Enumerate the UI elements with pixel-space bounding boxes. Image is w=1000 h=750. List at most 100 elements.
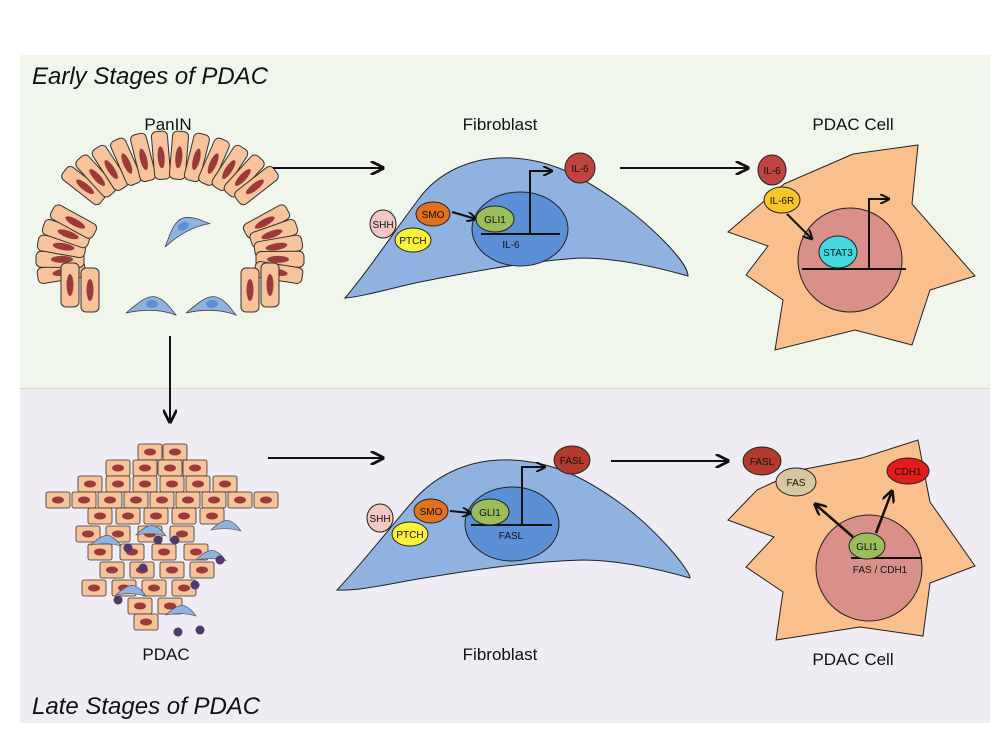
immune-cell [123, 543, 133, 553]
tumor-cell [182, 459, 208, 477]
il6-secreted [564, 152, 596, 184]
ptch-top-label: PTCH [399, 236, 426, 247]
stromal-fibroblast [135, 525, 167, 537]
panin-epithelial-cell [130, 132, 157, 183]
panin-label: PanIN [144, 115, 191, 134]
tumor-cell [159, 475, 185, 493]
pdac-cell-bottom-label: PDAC Cell [812, 650, 893, 669]
smo-bottom-label: SMO [420, 507, 443, 518]
gli1-top [475, 205, 515, 233]
fibroblast-bottom-label: Fibroblast [463, 645, 538, 664]
tumor-cell [189, 561, 215, 579]
tumor-cell [137, 443, 163, 461]
gli1-bottom [470, 498, 510, 526]
tumor-cell [199, 507, 225, 525]
tumor-cell [123, 491, 149, 509]
panin-epithelial-cell [49, 204, 98, 239]
panin-epithelial-cell [183, 132, 210, 183]
fibroblast-bottom: FASL SHH PTCH SMO GLI1 FASL [335, 445, 691, 591]
immune-cell [138, 563, 148, 573]
tumor-cell [87, 507, 113, 525]
stat3-label: STAT3 [823, 248, 853, 259]
tumor-cell [212, 475, 238, 493]
panin-epithelial-cell [150, 130, 172, 180]
fasl-secreted-label: FASL [560, 456, 585, 467]
tumor-cell [162, 443, 188, 461]
fasl-on-cell-label: FASL [750, 457, 775, 468]
ptch-bottom [391, 521, 429, 547]
gene-fas-cdh1-label: FAS / CDH1 [853, 565, 908, 576]
gene-fasl-label: FASL [499, 531, 524, 542]
ptch-bottom-label: PTCH [396, 530, 423, 541]
il6-secreted-label: IL-6 [571, 164, 589, 175]
tumor-cell [105, 475, 131, 493]
il6-on-cell [757, 154, 787, 186]
immune-cell [215, 555, 225, 565]
pdac-label: PDAC [142, 645, 189, 664]
cdh1-label: CDH1 [894, 467, 922, 478]
tumor-cell [151, 543, 177, 561]
immune-cell [153, 535, 163, 545]
tumor-cell [105, 459, 131, 477]
panin-epithelial-cell [234, 166, 279, 206]
immune-cell [173, 627, 183, 637]
pdac-cell-top: IL-6 IL-6R STAT3 [727, 144, 976, 351]
fas-receptor [775, 467, 817, 497]
stromal-fibroblast [115, 585, 147, 597]
stromal-fibroblast [125, 296, 178, 316]
tumor-cell [171, 579, 197, 597]
gene-il6-label: IL-6 [502, 240, 520, 251]
tumor-cell [99, 561, 125, 579]
immune-cell [195, 625, 205, 635]
tumor-cell [149, 491, 175, 509]
fasl-secreted [553, 445, 591, 475]
stromal-fibroblast [90, 535, 122, 547]
panin-epithelial-cell [168, 130, 190, 180]
tumor-cell [75, 525, 101, 543]
tumor-cell [45, 491, 71, 509]
pdac-cell-top-label: PDAC Cell [812, 115, 893, 134]
smo-top [415, 201, 451, 227]
panin-epithelial-cell [91, 144, 129, 191]
panin-epithelial-cell [75, 154, 117, 198]
panin-epithelial-cell [60, 262, 80, 308]
tumor-cell [143, 507, 169, 525]
smo-top-label: SMO [422, 210, 445, 221]
stromal-fibroblast [210, 520, 242, 532]
panin-epithelial-cell [110, 137, 142, 186]
gli1-in-pdac-cell-label: GLI1 [856, 542, 878, 553]
shh-bottom-label: SHH [369, 514, 390, 525]
tumor-cell [77, 475, 103, 493]
ptch-top [394, 227, 432, 253]
il6r [763, 186, 801, 214]
tumor-cell [132, 475, 158, 493]
tumor-cell [171, 507, 197, 525]
tumor-cell [87, 543, 113, 561]
tumor-cell [97, 491, 123, 509]
panin-epithelial-cell [198, 137, 230, 186]
tumor-cell [132, 459, 158, 477]
stromal-fibroblast [185, 296, 238, 316]
panin-epithelium [35, 130, 305, 316]
shh-top [369, 209, 397, 239]
fibroblast-top-label: Fibroblast [463, 115, 538, 134]
tumor-cell [159, 561, 185, 579]
late-stage-title: Late Stages of PDAC [32, 693, 261, 720]
tumor-cell [133, 613, 159, 631]
gli1-top-label: GLI1 [484, 215, 506, 226]
gli1-bottom-label: GLI1 [479, 508, 501, 519]
tumor-cell [81, 579, 107, 597]
pdac-cell-bottom: FAS / CDH1 GLI1 FASL FAS CDH1 [727, 439, 976, 641]
stromal-fibroblast [164, 217, 211, 248]
immune-cell [190, 580, 200, 590]
tumor-cell [253, 491, 279, 509]
tumor-cell [71, 491, 97, 509]
tumor-cell [157, 459, 183, 477]
fas-receptor-label: FAS [787, 478, 806, 489]
stat3 [818, 235, 858, 269]
stromal-fibroblast [165, 605, 197, 617]
tumor-cell [141, 579, 167, 597]
il6r-label: IL-6R [770, 196, 794, 207]
shh-top-label: SHH [372, 220, 393, 231]
